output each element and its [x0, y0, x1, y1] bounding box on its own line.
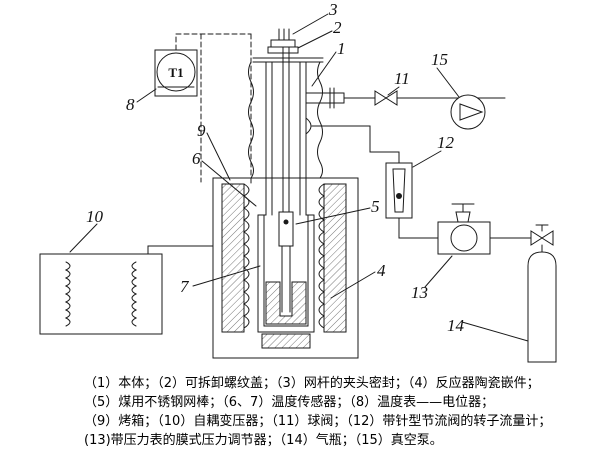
gauge-label: T1 [168, 65, 183, 80]
reactor-flange [252, 57, 324, 63]
heating-coil-left [243, 183, 250, 329]
legend-line-4: (13)带压力表的膜式压力调节器；（14）气瓶；（15）真空泵。 [84, 433, 443, 448]
apparatus-diagram: T1 3 2 1 8 9 6 10 5 7 4 11 15 12 13 14 [39, 0, 557, 363]
vacuum-pump-icon [450, 94, 486, 130]
rod-clamp-seal [278, 28, 290, 41]
callout-11: 11 [394, 69, 410, 88]
callout-5: 5 [371, 197, 380, 216]
heating-coil-right [318, 183, 325, 329]
callout-6: 6 [192, 149, 201, 168]
mesh-rod-icon [278, 211, 294, 313]
pressure-regulator-icon [437, 203, 532, 255]
callout-15: 15 [431, 50, 448, 69]
callout-2: 2 [333, 18, 342, 37]
oven-icon [212, 177, 359, 359]
callout-14: 14 [447, 316, 465, 335]
reactor-body [257, 61, 315, 333]
outlet-port [305, 87, 376, 109]
furnace-chimney-walls [248, 61, 323, 179]
center-rod [282, 46, 290, 213]
callout-13: 13 [411, 283, 428, 302]
legend-line-3: （9）烤箱；（10）自耦变压器；（11）球阀；（12）带针型节流阀的转子流量计； [84, 414, 552, 429]
callout-leaders [69, 13, 529, 342]
callout-10: 10 [86, 207, 104, 226]
ball-valve-icon [374, 90, 398, 106]
rotameter-icon [385, 162, 439, 239]
sample-port [305, 117, 400, 164]
callout-7: 7 [180, 277, 190, 296]
autotransformer-icon [39, 245, 214, 335]
figure-legend: （1）本体；（2）可拆卸螺纹盖；（3）网杆的夹头密封；（4）反应器陶瓷嵌件； （… [0, 374, 600, 450]
ceramic-insert [265, 281, 307, 325]
thermocouple-wires [175, 33, 252, 187]
legend-line-1: （1）本体；（2）可拆卸螺纹盖；（3）网杆的夹头密封；（4）反应器陶瓷嵌件； [84, 376, 540, 391]
legend-line-2: （5）煤用不锈钢网棒；（6、7）温度传感器；（8）温度表——电位器； [84, 395, 495, 410]
gas-cylinder-icon [527, 251, 557, 363]
callout-3: 3 [328, 0, 338, 19]
power-wire [147, 245, 214, 255]
cylinder-valve-icon [530, 224, 554, 253]
temperature-gauge-icon [154, 49, 198, 97]
callout-12: 12 [437, 133, 455, 152]
callout-8: 8 [126, 95, 135, 114]
callout-4: 4 [377, 261, 386, 280]
callout-1: 1 [337, 39, 346, 58]
callout-9: 9 [197, 121, 206, 140]
